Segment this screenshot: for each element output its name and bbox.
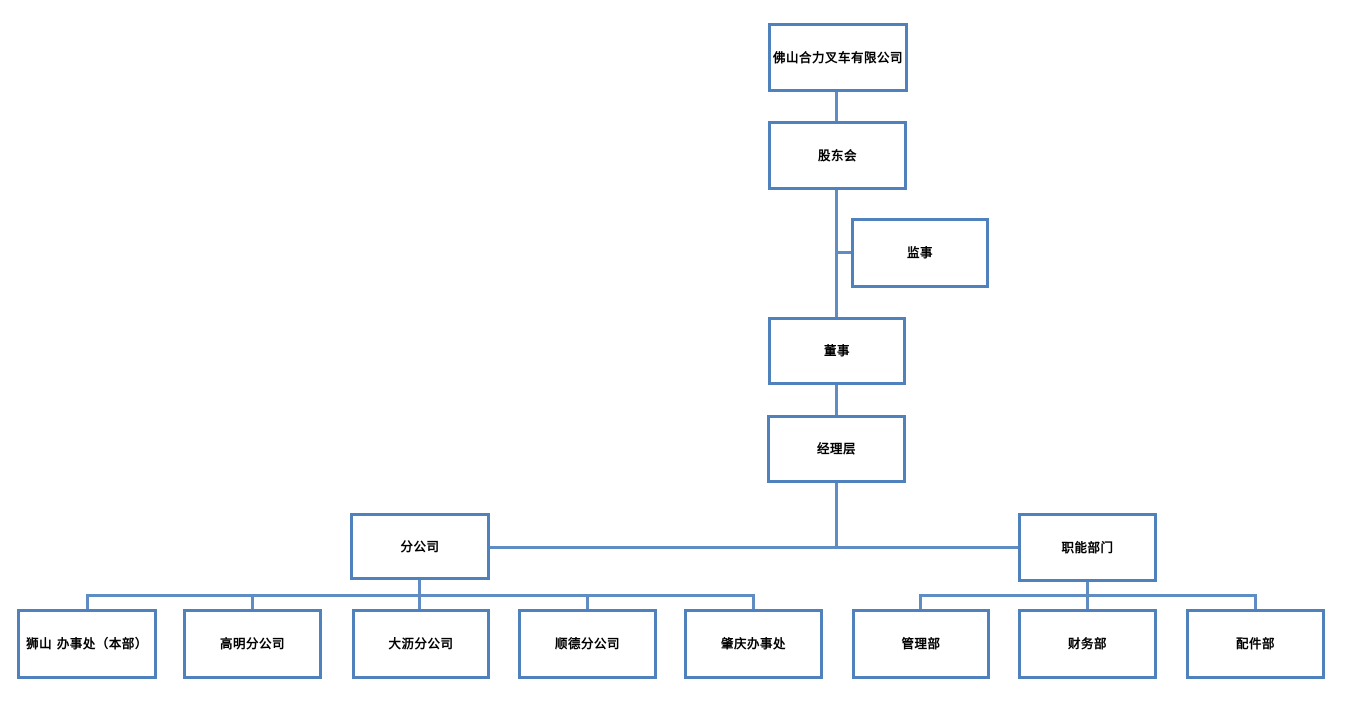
connector-stub-gaoming — [251, 594, 254, 609]
connector-shareholders-director — [835, 190, 838, 317]
node-branch-companies: 分公司 — [350, 513, 490, 580]
connector-stub-zhaoqing — [752, 594, 755, 609]
node-dali-branch: 大沥分公司 — [352, 609, 490, 679]
node-gaoming-branch: 高明分公司 — [183, 609, 322, 679]
connector-director-management — [835, 385, 838, 415]
connector-stub-parts — [1254, 594, 1257, 609]
connector-supervisor-spur — [838, 251, 851, 254]
connector-stub-shishan — [86, 594, 89, 609]
connector-company-shareholders — [835, 92, 838, 121]
node-zhaoqing-office: 肇庆办事处 — [684, 609, 823, 679]
connector-stub-finance — [1086, 594, 1089, 609]
connector-stub-dali — [418, 594, 421, 609]
node-parts-dept: 配件部 — [1186, 609, 1325, 679]
node-company: 佛山合力叉车有限公司 — [768, 23, 908, 92]
connector-branches-functional — [490, 546, 1018, 549]
connector-functional-down — [1086, 582, 1089, 596]
connector-branches-down — [418, 580, 421, 596]
node-shareholders-meeting: 股东会 — [768, 121, 907, 190]
node-management-layer: 经理层 — [767, 415, 906, 483]
connector-management-down — [835, 483, 838, 549]
node-functional-departments: 职能部门 — [1018, 513, 1157, 582]
node-shishan-office: 狮山 办事处（本部） — [17, 609, 157, 679]
node-director: 董事 — [768, 317, 906, 385]
node-finance-dept: 财务部 — [1018, 609, 1157, 679]
connector-stub-shunde — [586, 594, 589, 609]
node-management-dept: 管理部 — [852, 609, 990, 679]
connector-stub-admin — [919, 594, 922, 609]
node-supervisor: 监事 — [851, 218, 989, 288]
node-shunde-branch: 顺德分公司 — [518, 609, 657, 679]
